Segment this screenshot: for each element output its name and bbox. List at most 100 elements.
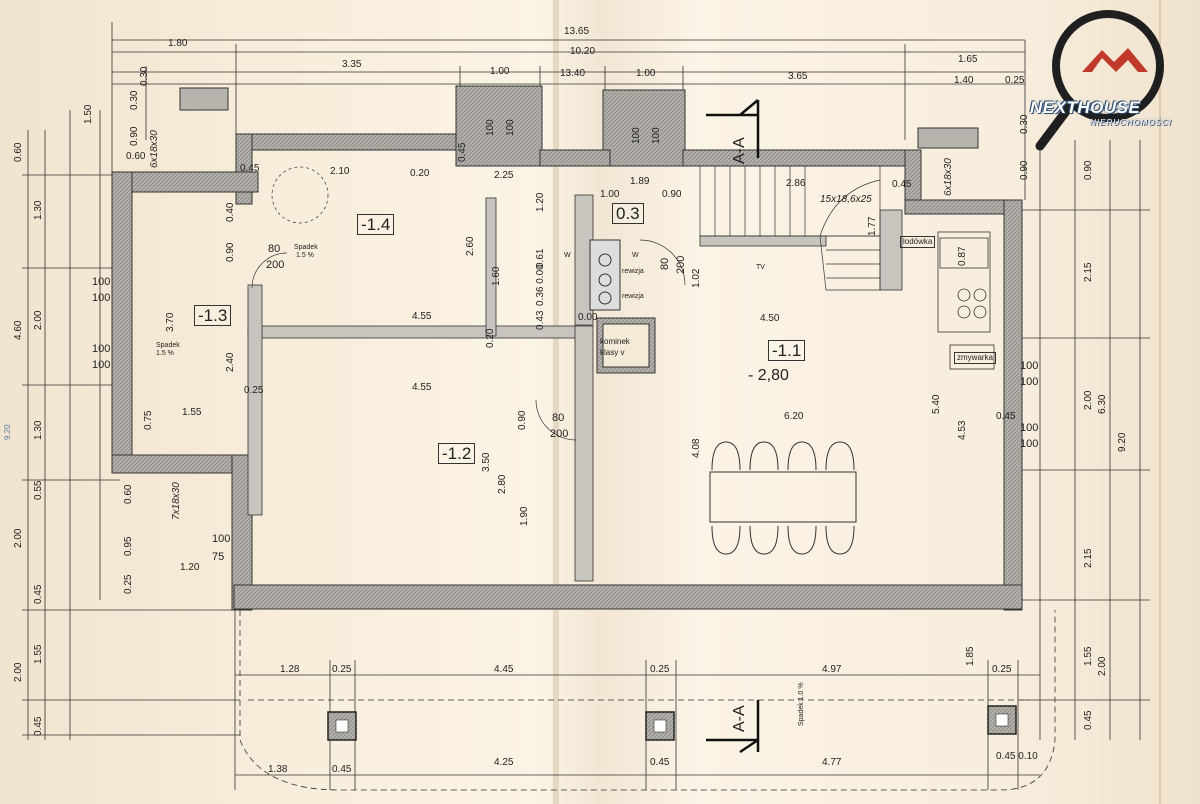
inspection-label-1: rewizja xyxy=(622,268,644,275)
room-label-r11: -1.1 xyxy=(768,340,806,361)
door-2-width: 80 xyxy=(659,257,671,270)
dim-bot-128: 1.28 xyxy=(280,664,300,675)
window-3-width: 100 xyxy=(1020,360,1039,372)
dim-in-453: 4.53 xyxy=(957,420,968,440)
dim-right-090: 0.90 xyxy=(1019,160,1030,180)
dim-top-100a: 1.00 xyxy=(490,66,510,77)
dim-bot-138: 1.38 xyxy=(268,764,288,775)
window-4-width: 100 xyxy=(1020,422,1039,434)
dim-left-200b: 2.00 xyxy=(13,528,24,548)
dim-top-335: 3.35 xyxy=(342,59,362,70)
wall-045-top: 0.45 xyxy=(240,163,260,174)
dim-right-200: 2.00 xyxy=(1083,390,1094,410)
dim-in-043: 0.43 xyxy=(535,310,546,330)
terrace-columns xyxy=(327,705,1017,741)
dim-in-455b: 4.55 xyxy=(412,382,432,393)
technical-units xyxy=(589,239,656,374)
dim-bot-185: 1.85 xyxy=(965,646,976,666)
top-dimension-lines xyxy=(111,22,1026,200)
shaft-2-a: 100 xyxy=(631,127,642,144)
dim-in-286: 2.86 xyxy=(786,178,806,189)
dim-bot-04510: 0.45 0.10 xyxy=(996,751,1038,762)
shaft-1-a: 100 xyxy=(485,119,496,136)
dim-top-165: 1.65 xyxy=(958,54,978,65)
room-label-r03: 0.3 xyxy=(612,203,644,224)
dim-in-160: 1.60 xyxy=(491,266,502,286)
terrace-outline xyxy=(239,610,1056,791)
dim-in-090c: 0.90 xyxy=(225,242,236,262)
dim-right-030: 0.30 xyxy=(1019,114,1030,134)
nexthouse-logo: NEXTHOUSE NIERUCHOMOŚCI xyxy=(1022,6,1200,156)
dim-in-540: 5.40 xyxy=(931,394,942,414)
kitchen-counter xyxy=(937,231,995,370)
dim-left-030a: 0.30 xyxy=(129,90,140,110)
slope-label-1b: 1.5 % xyxy=(296,252,314,259)
dim-in-025: 0.25 xyxy=(244,385,264,396)
slope-label-1: Spadek xyxy=(294,244,318,251)
dim-in-100: 1.00 xyxy=(600,189,620,200)
left-dimension-lines xyxy=(22,110,240,740)
dim-top-1365: 13.65 xyxy=(564,26,590,37)
dim-bot-497: 4.97 xyxy=(822,664,842,675)
dim-left-060c: 0.60 xyxy=(123,484,134,504)
slope-label-2: Spadek xyxy=(156,342,180,349)
dim-right-215b: 2.15 xyxy=(1083,548,1094,568)
dim-in-040: 0.40 xyxy=(225,202,236,222)
room-label-r13: -1.3 xyxy=(194,305,232,326)
dim-left-055: 0.55 xyxy=(33,480,44,500)
dim-bot-425: 4.25 xyxy=(494,757,514,768)
dim-in-155: 1.55 xyxy=(182,407,202,418)
door-3-height: 200 xyxy=(550,428,569,440)
dim-top-100b: 1.00 xyxy=(636,68,656,79)
door-1-width: 80 xyxy=(268,243,281,255)
dim-in-075: 0.75 xyxy=(143,410,154,430)
dim-in-210: 2.10 xyxy=(330,166,350,177)
dim-right-090b: 0.90 xyxy=(1083,160,1094,180)
main-staircase xyxy=(699,165,881,291)
stairs-tr-label: 6x18x30 xyxy=(943,158,954,196)
fireplace-label-1: kominek xyxy=(600,337,630,346)
section-label-bottom: A-A xyxy=(731,705,748,732)
dim-left-920: 9.20 xyxy=(3,424,12,440)
dim-right-155: 1.55 xyxy=(1083,646,1094,666)
dim-top-365: 3.65 xyxy=(788,71,808,82)
logo-brand: NEXTHOUSE xyxy=(1030,98,1141,117)
dim-left-200: 2.00 xyxy=(33,310,44,330)
stairs-bl-label: 7x18x30 xyxy=(171,482,182,520)
window-1-height: 100 xyxy=(92,292,111,304)
dim-in-087: 0.87 xyxy=(957,246,968,266)
shaft-1-wall: 0.45 xyxy=(457,142,468,162)
water-label-2: W xyxy=(632,252,639,259)
tv-label: TV xyxy=(756,264,765,271)
window-1-width: 100 xyxy=(92,276,111,288)
logo-subtitle: NIERUCHOMOŚCI xyxy=(1090,118,1172,127)
dim-in-280: 2.80 xyxy=(497,474,508,494)
slope-label-2b: 1.5 % xyxy=(156,350,174,357)
dim-in-370: 3.70 xyxy=(165,312,176,332)
dim-in-120: 1.20 xyxy=(180,562,200,573)
section-label-top: A-A xyxy=(731,137,748,164)
dim-left-060: 0.60 xyxy=(13,142,24,162)
magnifier-icon xyxy=(1035,10,1164,151)
dim-in-190: 1.90 xyxy=(519,506,530,526)
dim-left-090: 0.90 xyxy=(129,126,140,146)
dim-left-130b: 1.30 xyxy=(33,420,44,440)
dim-right-045: 0.45 xyxy=(1083,710,1094,730)
dim-in-455a: 4.55 xyxy=(412,311,432,322)
dim-in-225: 2.25 xyxy=(494,170,514,181)
shaft-1-b: 100 xyxy=(505,119,516,136)
dim-in-045c: 0.45 xyxy=(996,411,1016,422)
window-2-width: 100 xyxy=(92,343,111,355)
dim-bot-045a: 0.45 xyxy=(332,764,352,775)
inspection-label-2: rewizja xyxy=(622,293,644,300)
dim-left-025: 0.25 xyxy=(123,574,134,594)
dim-left-030b: 0.30 xyxy=(139,66,150,86)
dim-left-060b: 0.60 xyxy=(126,151,146,162)
dim-bot-445: 4.45 xyxy=(494,664,514,675)
dim-left-155: 1.55 xyxy=(33,644,44,664)
floor-level: - 2,80 xyxy=(748,367,789,384)
dim-top-1020: 10.20 xyxy=(570,46,596,57)
door-4-height: 75 xyxy=(212,551,225,563)
dishwasher-label: zmywarka xyxy=(954,352,997,364)
dim-in-120b: 1.20 xyxy=(535,192,546,212)
